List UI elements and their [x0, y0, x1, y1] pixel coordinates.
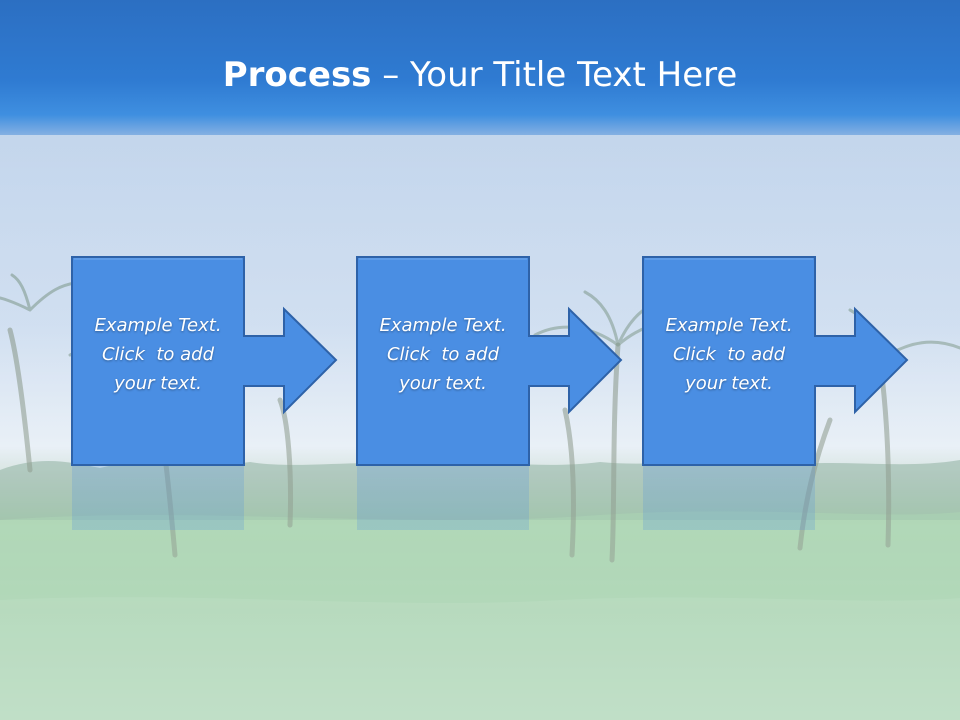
- step-box-1[interactable]: [71, 256, 338, 466]
- step-2-line-2: Click to add: [386, 344, 499, 365]
- step-3-line-1: Example Text.: [665, 315, 793, 336]
- step-2-line-1: Example Text.: [379, 315, 507, 336]
- step-text-2[interactable]: Example Text. Click to add your text.: [357, 311, 529, 398]
- step-1-line-1: Example Text.: [94, 315, 222, 336]
- title-strong: Process: [222, 55, 372, 95]
- step-2-line-3: your text.: [399, 373, 487, 394]
- step-3-line-3: your text.: [685, 373, 773, 394]
- step-box-3[interactable]: [642, 256, 909, 466]
- step-box-2[interactable]: [356, 256, 623, 466]
- step-text-1[interactable]: Example Text. Click to add your text.: [72, 311, 244, 398]
- title-rest: – Your Title Text Here: [371, 55, 738, 95]
- title-band: [0, 0, 960, 135]
- step-1-line-3: your text.: [114, 373, 202, 394]
- step-3-line-2: Click to add: [672, 344, 785, 365]
- slide-title[interactable]: Process – Your Title Text Here: [0, 52, 960, 98]
- step-text-3[interactable]: Example Text. Click to add your text.: [643, 311, 815, 398]
- step-1-line-2: Click to add: [101, 344, 214, 365]
